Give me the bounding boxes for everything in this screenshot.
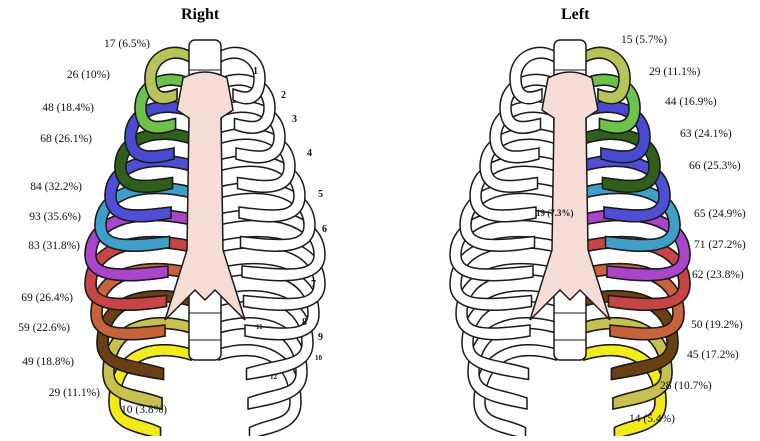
- rib-number-2: 2: [281, 90, 286, 101]
- right-rib-2-label: 26 (10%): [66, 69, 110, 81]
- right-panel-title: Right: [181, 6, 220, 23]
- right-panel-uncolored-rib-1-b: [218, 46, 266, 105]
- left-panel-uncolored-rib-1-a: [509, 46, 557, 105]
- rib-number-11: 11: [256, 323, 263, 331]
- rib-number-7: 7: [311, 279, 316, 290]
- right-rib-11-label: 29 (11.1%): [48, 387, 100, 399]
- right-rib-1-label: 17 (6.5%): [104, 38, 150, 50]
- right-panel-uncolored-rib-8-b: [218, 235, 326, 311]
- right-rib-5-label: 84 (32.2%): [30, 181, 82, 193]
- right-panel-sternum: [164, 71, 246, 321]
- right-panel-colored-rib-8: [84, 235, 192, 311]
- left-rib-7-label: 71 (27.2%): [694, 239, 746, 251]
- right-panel-colored-rib-1: [144, 46, 192, 105]
- left-rib-10-label: 45 (17.2%): [687, 349, 739, 361]
- right-rib-3-label: 48 (18.4%): [42, 102, 94, 114]
- left-rib-6-label: 65 (24.9%): [694, 208, 746, 220]
- left-panel-uncolored-rib-8-a: [449, 235, 557, 311]
- left-rib-12-label: 14 (5.4%): [629, 413, 675, 425]
- left-rib-9-label: 50 (19.2%): [691, 319, 743, 331]
- rib-number-1: 1: [253, 66, 258, 77]
- right-rib-9-label: 59 (22.6%): [18, 322, 70, 334]
- right-rib-8-label: 69 (26.4%): [21, 292, 73, 304]
- left-panel-sternum: [529, 71, 611, 321]
- right-rib-12-label: 10 (3.8%): [121, 404, 167, 416]
- rib-number-4: 4: [307, 148, 312, 159]
- left-rib-3-label: 44 (16.9%): [665, 96, 717, 108]
- left-rib-11-label: 28 (10.7%): [660, 380, 712, 392]
- right-rib-7-label: 83 (31.8%): [28, 240, 80, 252]
- left-rib-5-label: 66 (25.3%): [689, 160, 741, 172]
- rib-number-9: 9: [318, 332, 323, 343]
- left-rib-2-label: 29 (11.1%): [649, 66, 701, 78]
- left-panel-colored-rib-1: [583, 46, 631, 105]
- right-rib-4-label: 68 (26.1%): [40, 133, 92, 145]
- right-rib-6-label: 93 (35.6%): [29, 211, 81, 223]
- left-panel-colored-rib-8: [583, 235, 691, 311]
- rib-number-6: 6: [322, 224, 327, 235]
- rib-number-5: 5: [318, 189, 323, 200]
- rib-number-3: 3: [292, 114, 297, 125]
- rib-number-12: 12: [270, 373, 277, 381]
- left-panel-title: Left: [561, 6, 590, 23]
- left-rib-1-label: 15 (5.7%): [621, 34, 667, 46]
- left-rib-4-label: 63 (24.1%): [680, 128, 732, 140]
- left-rib-8-label: 62 (23.8%): [692, 269, 744, 281]
- rib-number-8: 8: [302, 317, 307, 328]
- right-rib-10-label: 49 (18.8%): [22, 356, 74, 368]
- sternum-label: 19 (7.3%): [536, 208, 574, 218]
- rib-number-10: 10: [315, 354, 322, 362]
